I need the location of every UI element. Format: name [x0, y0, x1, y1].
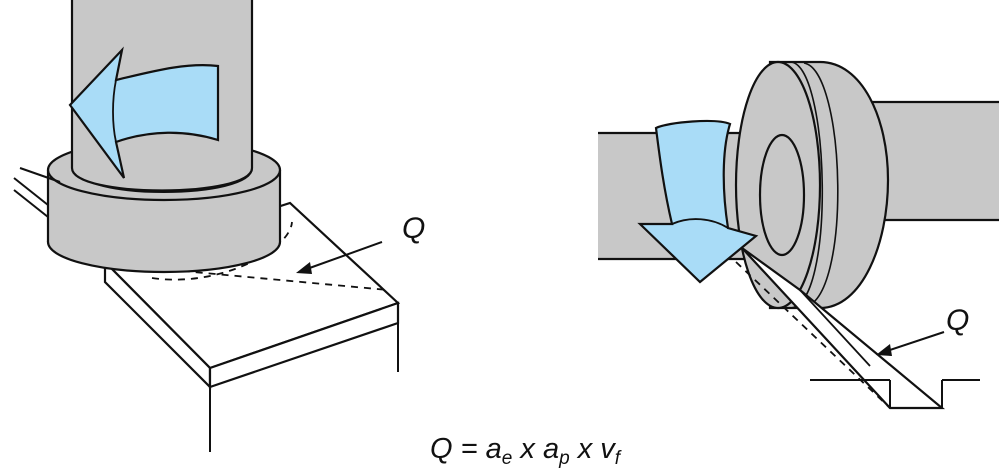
face-milling-illustration: Q: [14, 0, 425, 452]
material-removal-formula: Q = ae x ap x vf: [430, 433, 622, 469]
left-q-label: Q: [402, 212, 425, 245]
right-q-arrow: [884, 332, 944, 352]
right-cutter-wheel: [736, 62, 888, 308]
right-q-label: Q: [946, 304, 969, 337]
peripheral-milling-illustration: Q: [598, 62, 999, 408]
